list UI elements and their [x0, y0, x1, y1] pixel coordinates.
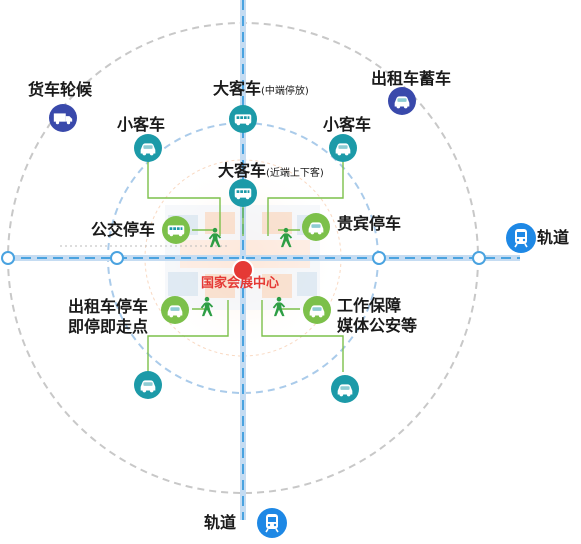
- label-staff-line1: 工作保障: [337, 296, 402, 315]
- bus-icon: [162, 216, 190, 244]
- label-taxi-quick: 出租车停车 即停即走点: [68, 297, 148, 337]
- car-icon: [161, 296, 189, 324]
- label-taxi-storage: 出租车蓄车: [371, 69, 452, 88]
- label-staff: 工作保障 媒体公安等: [337, 296, 417, 336]
- car-icon: [303, 296, 331, 324]
- truck-icon: [49, 104, 77, 132]
- label-bus-far-text: 大客车: [213, 79, 262, 98]
- label-bus-near-text: 大客车: [218, 161, 267, 180]
- label-staff-line2: 媒体公安等: [337, 316, 418, 335]
- label-public-bus: 公交停车: [91, 220, 156, 239]
- center-label: 国家会展中心: [201, 276, 280, 291]
- car-icon: [134, 371, 162, 399]
- label-bus-near-note: (近端上下客): [266, 168, 324, 179]
- label-taxi-quick-line1: 出租车停车: [68, 297, 149, 316]
- label-vip: 贵宾停车: [337, 214, 402, 233]
- car-icon: [331, 375, 359, 403]
- label-bus-far-note: (中端停放): [261, 86, 309, 97]
- center-dot: [232, 259, 254, 281]
- bus-icon: [229, 105, 257, 133]
- train-icon: [257, 508, 287, 538]
- bus-icon: [229, 179, 257, 207]
- train-icon: [506, 223, 536, 253]
- label-truck-waiting: 货车轮候: [28, 80, 93, 99]
- car-icon: [302, 213, 330, 241]
- car-icon: [134, 134, 162, 162]
- label-rail-bottom: 轨道: [204, 513, 237, 532]
- label-car-left: 小客车: [117, 115, 166, 134]
- label-bus-far: 大客车(中端停放): [213, 81, 309, 97]
- label-car-right: 小客车: [323, 115, 372, 134]
- taxi-icon: [388, 87, 416, 115]
- label-bus-near: 大客车(近端上下客): [218, 163, 324, 179]
- car-icon: [329, 134, 357, 162]
- label-taxi-quick-line2: 即停即走点: [68, 317, 149, 336]
- label-rail-right: 轨道: [537, 228, 570, 247]
- connector-lines: [147, 162, 344, 372]
